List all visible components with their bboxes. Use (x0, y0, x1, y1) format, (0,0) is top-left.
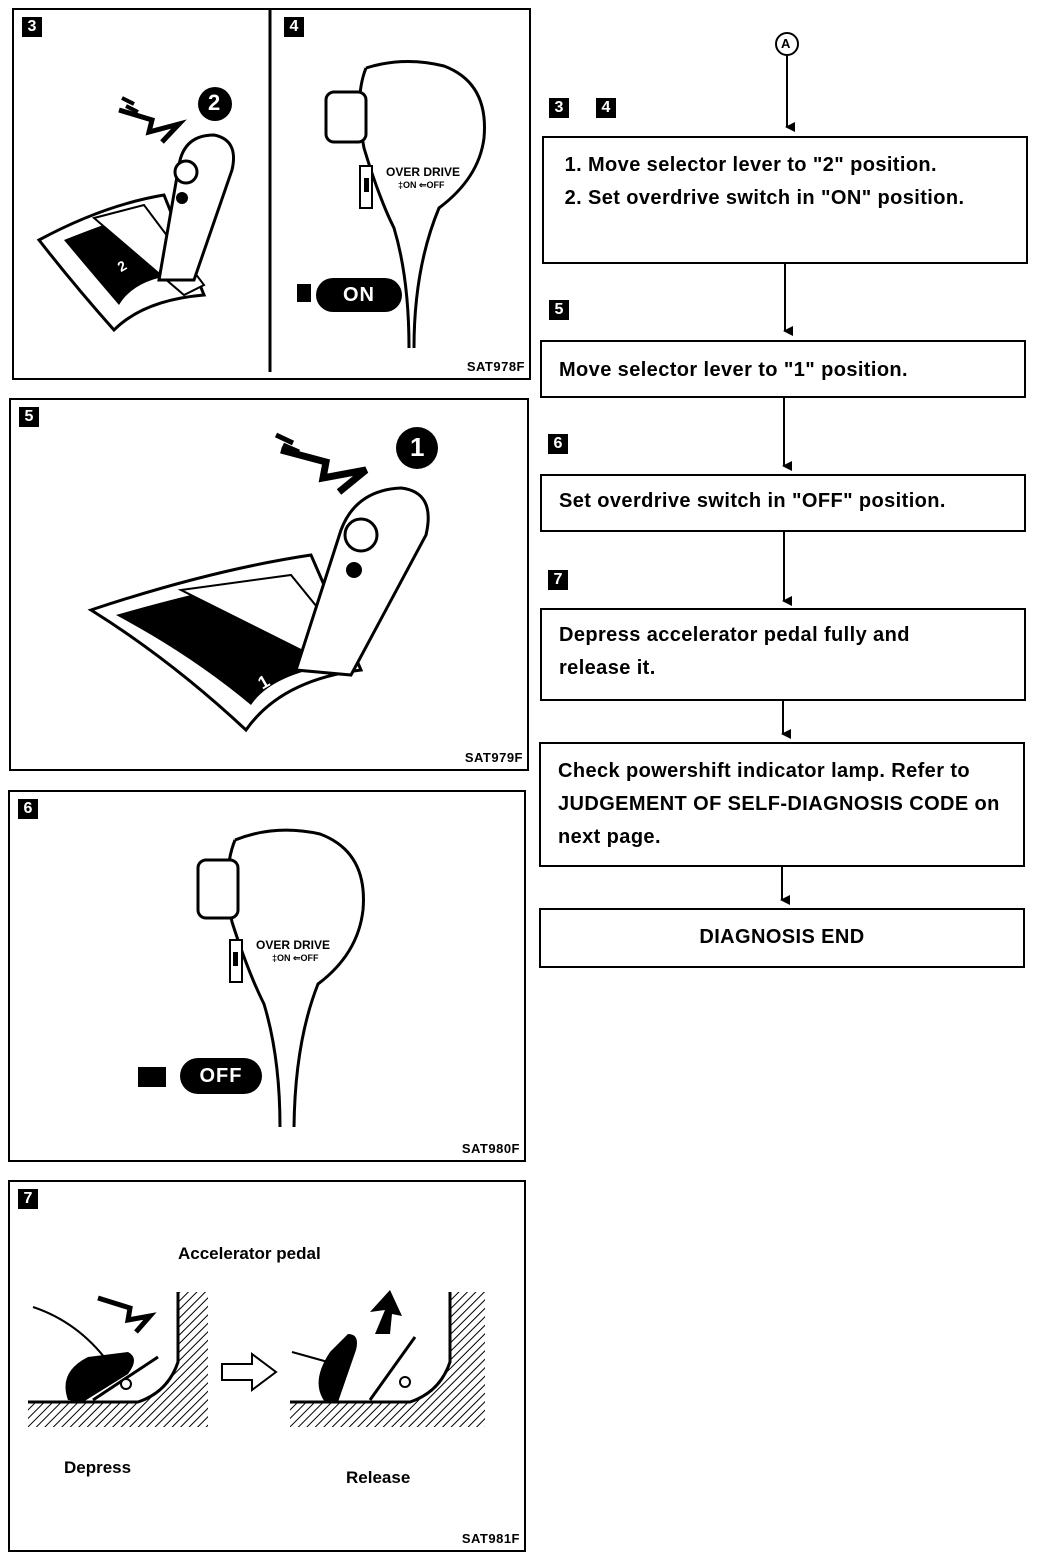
off-button: OFF (180, 1058, 262, 1094)
shift-knob-illustration (196, 828, 365, 1128)
flow-step-7: Depress accelerator pedal fully and rele… (540, 608, 1026, 701)
step-badge: 7 (548, 570, 568, 590)
step-badge: 3 (22, 17, 42, 37)
step-badge: 5 (19, 407, 39, 427)
overdrive-sub-label: ‡ON ⇐OFF (398, 180, 445, 190)
on-button: ON (316, 278, 402, 312)
step-badge: 5 (549, 300, 569, 320)
off-label: OFF (199, 1065, 243, 1087)
panel-divider (268, 10, 272, 372)
flow-step-3-4: Move selector lever to "2" position. Set… (542, 136, 1028, 264)
on-label: ON (343, 284, 375, 306)
figure-3-4: 3 4 2 2 OVER DRIVE ‡ON ⇐OFF ON SAT978F (12, 8, 531, 380)
start-connector-label: A (781, 36, 791, 51)
flow-connectors (775, 32, 799, 905)
indicator-lamp-icon (138, 1067, 166, 1087)
figure-code: SAT981F (461, 1531, 520, 1546)
flow-step-text: DIAGNOSIS END (699, 926, 865, 948)
flow-step-5: Move selector lever to "1" position. (540, 340, 1026, 398)
flow-step-6: Set overdrive switch in "OFF" position. (540, 474, 1026, 532)
flow-step-text: Move selector lever to "1" position. (559, 359, 909, 381)
overdrive-label: OVER DRIVE (386, 165, 461, 179)
next-arrow-icon (221, 1352, 278, 1392)
shift-knob-illustration (324, 59, 486, 349)
step-badge: 6 (548, 434, 568, 454)
figure-code: SAT980F (461, 1141, 520, 1156)
selector-lever-illustration (36, 96, 235, 333)
figure-5: 5 1 1 SAT979F (9, 398, 529, 771)
flow-step-text: Check powershift indicator lamp. Refer t… (558, 760, 1000, 848)
indicator-lamp-icon (297, 284, 311, 302)
pedal-release-illustration (290, 1290, 485, 1427)
step-badge: 7 (18, 1189, 38, 1209)
selector-lever-illustration (87, 432, 430, 733)
figure-code: SAT979F (464, 750, 523, 765)
figure-code: SAT978F (466, 359, 525, 374)
flow-step-text: Set overdrive switch in "OFF" position. (559, 490, 946, 512)
circle-number: 2 (208, 90, 221, 115)
figure-7: 7 Accelerator pedal Depress Release (8, 1180, 526, 1552)
step-badge: 4 (596, 98, 616, 118)
figure-6: 6 OVER DRIVE ‡ON ⇐OFF OFF SAT980F (8, 790, 526, 1162)
circle-number: 1 (410, 432, 425, 462)
flow-step-item: Move selector lever to "2" position. (588, 149, 1026, 182)
flow-step-diagnosis-end: DIAGNOSIS END (539, 908, 1025, 968)
overdrive-label: OVER DRIVE (256, 938, 331, 952)
step-badge: 3 (549, 98, 569, 118)
step-badge: 6 (18, 799, 38, 819)
circle-number-badge (396, 427, 438, 469)
pedal-depress-illustration (28, 1292, 208, 1427)
circle-number-badge (198, 87, 232, 121)
flow-step-item: Set overdrive switch in "ON" position. (588, 182, 1026, 215)
step-badge: 4 (284, 17, 304, 37)
release-label: Release (346, 1468, 411, 1487)
overdrive-sub-label: ‡ON ⇐OFF (272, 953, 319, 963)
depress-label: Depress (64, 1458, 132, 1477)
accelerator-pedal-title: Accelerator pedal (178, 1244, 321, 1263)
flow-step-text: Depress accelerator pedal fully and rele… (559, 624, 910, 679)
flow-step-check-lamp: Check powershift indicator lamp. Refer t… (539, 742, 1025, 867)
